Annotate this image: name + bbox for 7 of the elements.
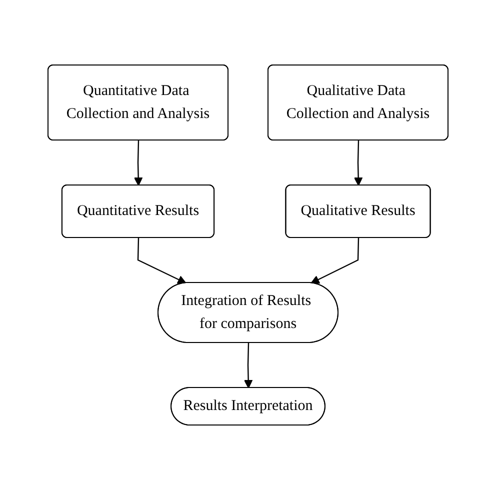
node-text: Qualitative Data Collection and Analysis (286, 83, 430, 122)
arrow (353, 140, 362, 186)
node-text: Quantitative Data Collection and Analysis (66, 83, 210, 122)
arrow (310, 238, 359, 284)
arrow (243, 342, 252, 388)
arrow (136, 238, 186, 284)
arrow (133, 140, 142, 186)
